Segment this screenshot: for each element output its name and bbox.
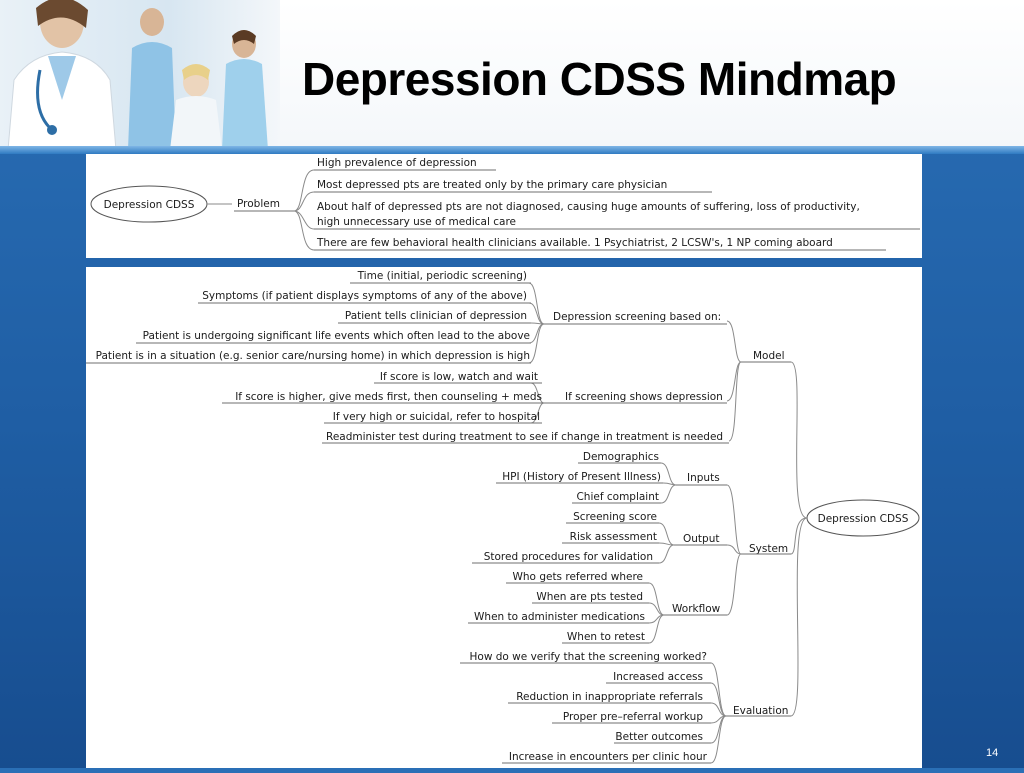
problem-item: High prevalence of depression (317, 157, 477, 169)
workflow-item: When to administer medications (474, 611, 645, 623)
screening-item: Patient is in a situation (e.g. senior c… (96, 350, 530, 362)
evaluation-item: Increased access (613, 671, 703, 683)
page-number: 14 (986, 747, 999, 759)
workflow-item: When are pts tested (536, 591, 643, 603)
model-label: Model (753, 350, 785, 362)
slide-title: Depression CDSS Mindmap (302, 53, 897, 105)
screening-based-on-label: Depression screening based on: (553, 311, 721, 323)
problem-item-continued: high unnecessary use of medical care (317, 216, 516, 228)
output-item: Stored procedures for validation (484, 551, 653, 563)
output-label: Output (683, 533, 719, 545)
main-mindmap-panel: Depression CDSS Model System Evaluation … (86, 267, 922, 768)
screening-item: Time (initial, periodic screening) (357, 270, 527, 282)
problem-item: Most depressed pts are treated only by t… (317, 179, 667, 191)
workflow-item: When to retest (567, 631, 645, 643)
problem-root-label: Depression CDSS (104, 199, 195, 211)
evaluation-label: Evaluation (733, 705, 788, 717)
problem-branch-label: Problem (237, 198, 280, 210)
workflow-label: Workflow (672, 603, 721, 615)
workflow-item: Who gets referred where (513, 571, 643, 583)
header-photo (0, 0, 280, 150)
inputs-label: Inputs (687, 472, 720, 484)
slide-header: Depression CDSS Mindmap (0, 0, 1024, 150)
screening-shows-label: If screening shows depression (565, 391, 723, 403)
evaluation-item: How do we verify that the screening work… (470, 651, 707, 663)
screening-item: Patient is undergoing significant life e… (143, 330, 530, 342)
evaluation-item: Increase in encounters per clinic hour (509, 751, 708, 763)
system-label: System (749, 543, 788, 555)
screening-shows-item: If very high or suicidal, refer to hospi… (333, 411, 540, 423)
problem-mindmap-panel: Depression CDSS Problem High prevalence … (86, 154, 922, 258)
problem-item: About half of depressed pts are not diag… (317, 201, 860, 213)
evaluation-item: Proper pre–referral workup (563, 711, 703, 723)
evaluation-item: Better outcomes (615, 731, 703, 743)
readminister-item: Readminister test during treatment to se… (326, 431, 723, 443)
screening-shows-item: If score is low, watch and wait (380, 371, 538, 383)
header-stripe (0, 146, 1024, 154)
inputs-item: HPI (History of Present Illness) (502, 471, 661, 483)
screening-item: Symptoms (if patient displays symptoms o… (202, 290, 527, 302)
evaluation-item: Reduction in inappropriate referrals (516, 691, 703, 703)
output-item: Screening score (573, 511, 657, 523)
screening-item: Patient tells clinician of depression (345, 310, 527, 322)
problem-item: There are few behavioral health clinicia… (316, 237, 833, 249)
output-item: Risk assessment (570, 531, 657, 543)
inputs-item: Demographics (583, 451, 659, 463)
inputs-item: Chief complaint (576, 491, 659, 503)
screening-shows-item: If score is higher, give meds first, the… (235, 391, 542, 403)
main-root-label: Depression CDSS (818, 513, 909, 525)
